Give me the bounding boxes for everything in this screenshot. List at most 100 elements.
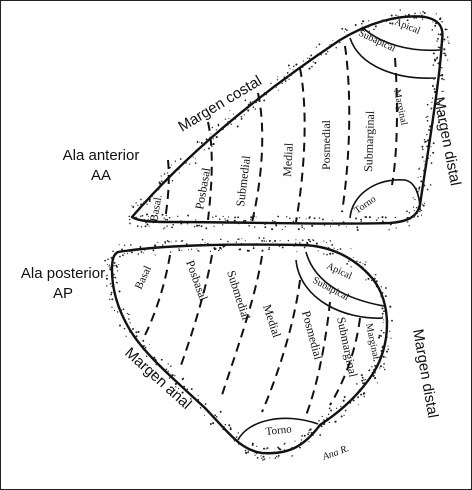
stipple-dot [332, 223, 334, 225]
stipple-dot [146, 223, 148, 225]
stipple-dot [144, 250, 145, 251]
stipple-dot [129, 331, 130, 332]
stipple-dot [163, 228, 164, 229]
stipple-dot [391, 14, 393, 16]
stipple-dot [321, 425, 323, 427]
stipple-dot [109, 299, 110, 300]
stipple-dot [349, 402, 351, 404]
stipple-dot [214, 414, 216, 416]
stipple-dot [228, 424, 230, 426]
stipple-dot [390, 223, 392, 225]
stipple-dot [343, 400, 345, 402]
stipple-dot [136, 212, 137, 213]
stipple-dot [200, 146, 201, 147]
stipple-dot [388, 346, 389, 347]
stipple-dot [225, 118, 226, 119]
stipple-dot [256, 446, 257, 447]
stipple-dot [220, 411, 222, 413]
stipple-dot [212, 217, 213, 218]
stipple-dot [208, 148, 210, 150]
stipple-dot [356, 260, 357, 261]
stipple-dot [416, 207, 418, 209]
stipple-dot [359, 265, 361, 267]
stipple-dot [426, 134, 427, 135]
stipple-dot [436, 57, 438, 59]
stipple-dot [180, 220, 181, 221]
stipple-dot [291, 447, 293, 449]
stipple-dot [233, 114, 234, 115]
stipple-dot [309, 430, 310, 431]
stipple-dot [432, 85, 434, 87]
stipple-dot [140, 203, 142, 205]
stipple-dot [380, 295, 382, 297]
stipple-dot [241, 118, 243, 120]
stipple-dot [207, 243, 209, 245]
stipple-dot [252, 444, 254, 446]
stipple-dot [421, 15, 422, 16]
stipple-dot [383, 322, 384, 323]
stipple-dot [237, 126, 239, 128]
stipple-dot [311, 66, 313, 68]
stipple-dot [224, 426, 225, 427]
stipple-dot [443, 91, 444, 92]
stipple-dot [318, 420, 319, 421]
stipple-dot [331, 244, 333, 246]
stipple-dot [143, 252, 144, 253]
stipple-dot [424, 12, 426, 14]
stipple-dot [298, 228, 300, 230]
stipple-dot [318, 43, 320, 45]
stipple-dot [383, 363, 385, 365]
stipple-dot [149, 198, 151, 200]
stipple-dot [409, 212, 410, 213]
stipple-dot [261, 452, 262, 453]
stipple-dot [137, 331, 139, 333]
stipple-dot [381, 286, 382, 287]
stipple-dot [197, 399, 199, 401]
stipple-dot [157, 246, 159, 248]
stipple-dot [270, 83, 271, 84]
stipple-dot [385, 295, 387, 297]
stipple-dot [164, 217, 165, 218]
stipple-dot [178, 248, 179, 249]
stipple-dot [413, 17, 415, 19]
stipple-dot [391, 320, 393, 322]
stipple-dot [141, 251, 143, 253]
stipple-dot [269, 247, 271, 249]
stipple-dot [378, 361, 380, 363]
stipple-dot [115, 254, 116, 255]
stipple-dot [423, 205, 425, 207]
stipple-dot [308, 239, 310, 241]
stipple-dot [113, 274, 115, 276]
stipple-dot [135, 217, 137, 219]
stipple-dot [160, 196, 161, 197]
stipple-dot [189, 163, 190, 164]
stipple-dot [326, 254, 328, 256]
stipple-dot [174, 375, 175, 376]
stipple-dot [197, 141, 198, 142]
stipple-dot [445, 28, 447, 30]
stipple-dot [247, 452, 248, 453]
stipple-dot [422, 18, 423, 19]
stipple-dot [320, 54, 322, 56]
stipple-dot [345, 410, 347, 412]
stipple-dot [346, 35, 347, 36]
stipple-dot [262, 459, 264, 461]
stipple-dot [264, 226, 266, 228]
stipple-dot [365, 379, 366, 380]
stipple-dot [390, 338, 391, 339]
stipple-dot [365, 279, 366, 280]
stipple-dot [383, 356, 385, 358]
stipple-dot [191, 249, 192, 250]
stipple-dot [254, 226, 256, 228]
stipple-dot [248, 450, 249, 451]
stipple-dot [314, 62, 316, 64]
stipple-dot [139, 246, 141, 248]
stipple-dot [427, 116, 428, 117]
stipple-dot [443, 41, 444, 42]
stipple-dot [114, 262, 116, 264]
stipple-dot [364, 396, 365, 397]
stipple-dot [371, 366, 372, 367]
stipple-dot [304, 247, 306, 249]
stipple-dot [448, 40, 449, 41]
stipple-dot [140, 199, 142, 201]
